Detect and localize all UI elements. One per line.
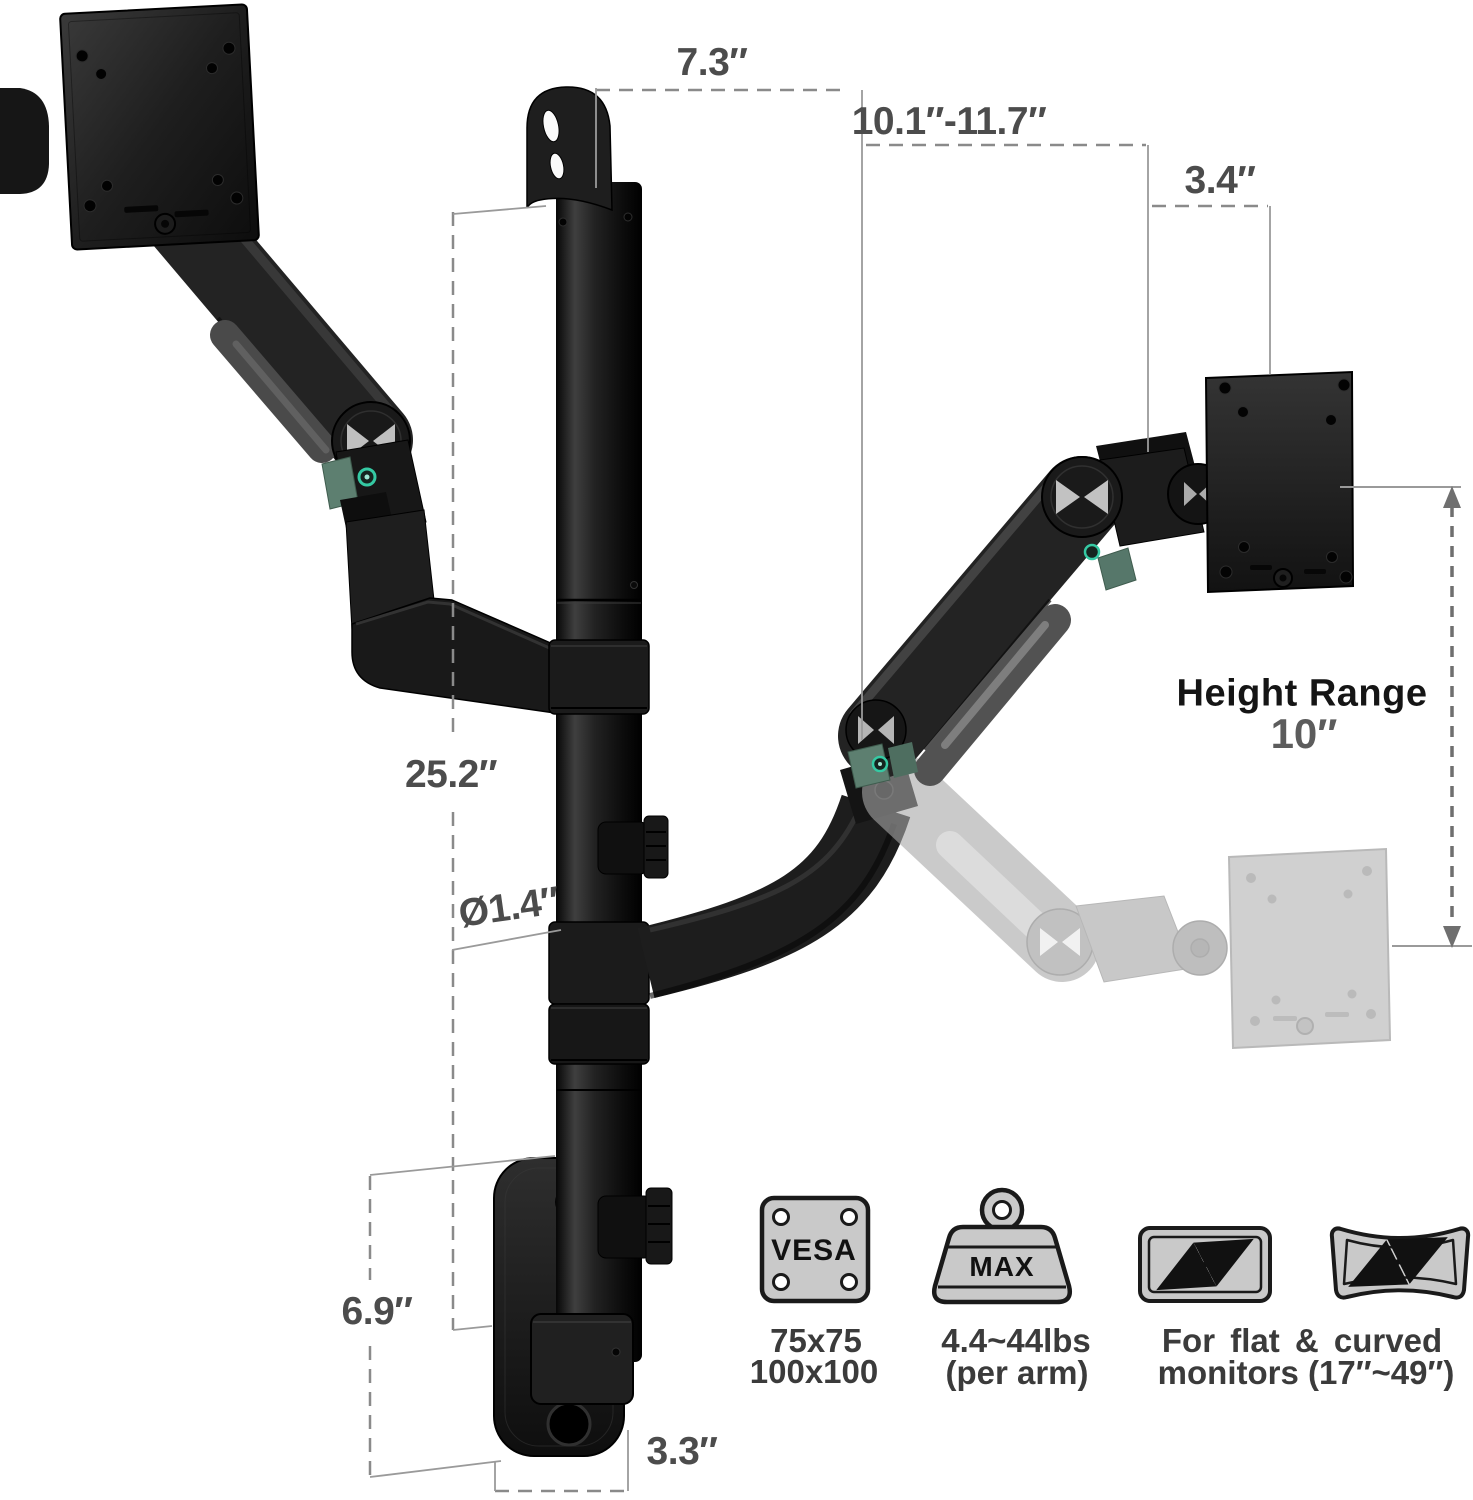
green-accent-right-lower [847, 743, 891, 789]
right-gas-spring-arm [838, 370, 1355, 789]
max-icon-text: MAX [969, 1251, 1035, 1282]
arrow-down-icon [1443, 926, 1461, 948]
dim-label-wall-plate-width: 3.3″ [646, 1430, 718, 1473]
curved-monitor-icon [1329, 1226, 1471, 1300]
compatibility-line1: For flat & curved [1161, 1322, 1443, 1359]
dim-label-arm-reach: 10.1″-11.7″ [851, 100, 1047, 143]
cable-clip-lower [597, 1187, 673, 1265]
dim-label-top-width: 7.3″ [676, 41, 748, 84]
left-offset-beam [351, 597, 563, 715]
right-vesa-plate [1204, 370, 1355, 594]
mounting-pole [556, 182, 642, 1362]
vesa-sizes-line1: 75x75 [770, 1322, 862, 1359]
diameter-leader [451, 929, 562, 951]
pole-bottom-holder [530, 1187, 673, 1405]
dimension-leaders [369, 88, 1271, 1491]
vesa-icon-text: VESA [771, 1234, 857, 1267]
dim-label-pole-height: 25.2″ [404, 753, 498, 796]
cable-clip-upper [597, 815, 669, 879]
weight-capacity-line1: 4.4~44lbs [941, 1322, 1091, 1359]
teal-screw-right-upper [1083, 543, 1101, 561]
height-range-value: 10″ [1270, 710, 1338, 757]
ghost-arm-lowered-position [862, 754, 1392, 1050]
flat-monitor-icon [1138, 1226, 1272, 1303]
pole-top-bracket [526, 86, 613, 212]
left-wall-end-bracket [0, 88, 49, 194]
height-range-label: Height Range [1176, 672, 1428, 715]
wall-plate-hole [546, 1401, 592, 1447]
max-weight-icon [932, 1187, 1072, 1305]
dim-label-plate-width: 3.4″ [1184, 159, 1256, 202]
dimension-lines [368, 88, 1268, 1493]
left-vesa-plate [59, 3, 260, 251]
ghost-vesa-plate [1227, 847, 1392, 1050]
green-accent-right-upper [1097, 547, 1137, 591]
spinner-logo-right-upper [1056, 480, 1108, 514]
pole-collars [548, 639, 669, 879]
compatibility-line2: monitors (17′′~49′′) [1157, 1354, 1455, 1391]
height-range-indicator [1340, 486, 1472, 948]
vesa-sizes-line2: 100x100 [749, 1353, 879, 1390]
dim-label-wall-plate-height: 6.9″ [341, 1290, 413, 1333]
arrow-up-icon [1443, 486, 1461, 508]
vesa-icon [759, 1195, 871, 1304]
weight-capacity-line2: (per arm) [945, 1354, 1089, 1391]
